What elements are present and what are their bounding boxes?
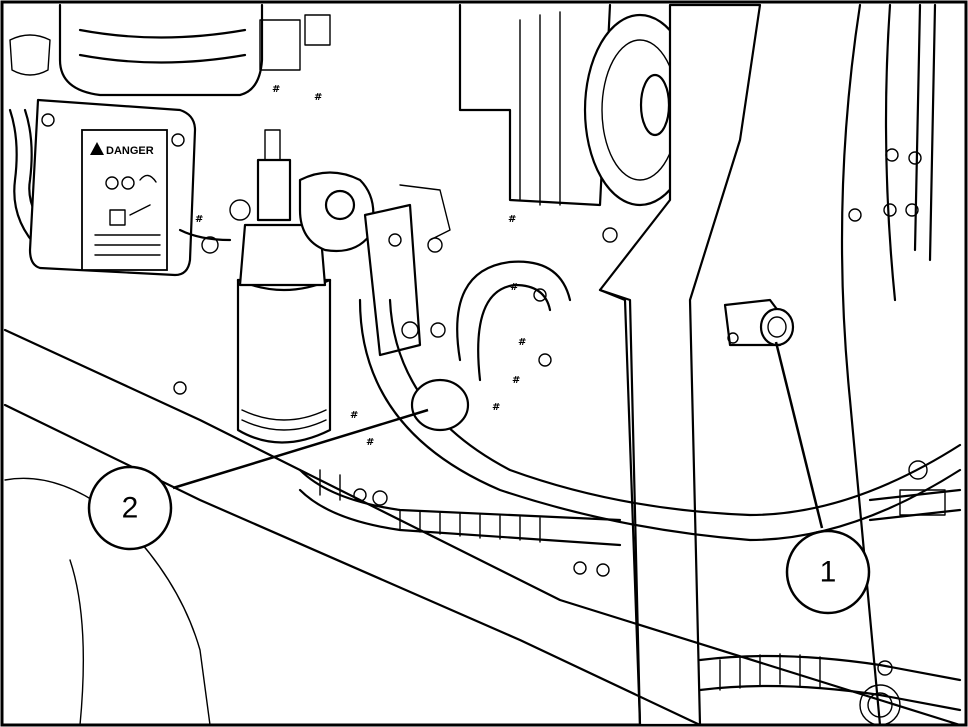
warning-triangle-icon xyxy=(90,142,104,155)
water-separator-bowl xyxy=(410,378,470,432)
hose-mark: # xyxy=(512,375,520,386)
hose-mark: # xyxy=(492,402,500,413)
callout-1: 1 xyxy=(785,529,871,615)
callout-1-leader xyxy=(774,341,824,529)
callout-2-label: 2 xyxy=(122,492,139,525)
mounting-bracket xyxy=(363,184,451,357)
hose-mark: # xyxy=(508,214,516,225)
hose-mark: # xyxy=(272,84,280,95)
callout-2-leader xyxy=(172,408,429,490)
fuel-primer-cap xyxy=(324,189,356,221)
callout-2: 2 xyxy=(87,465,173,551)
hose-mark: # xyxy=(350,410,358,421)
fuel-filter-assembly xyxy=(178,129,375,444)
hose-mark: # xyxy=(195,214,203,225)
radiator-frame xyxy=(840,3,937,727)
drain-fitting xyxy=(723,298,795,347)
hose-mark: # xyxy=(314,92,322,103)
hose-mark: # xyxy=(518,337,526,348)
danger-decal-panel: DANGER xyxy=(28,98,197,277)
hand-hazard-icon xyxy=(109,209,126,226)
danger-signal-word: DANGER xyxy=(106,145,154,157)
fan-shroud-panel xyxy=(598,3,762,727)
safety-glasses-icon xyxy=(105,176,119,190)
hose-mark: # xyxy=(510,282,518,293)
callout-1-label: 1 xyxy=(820,556,837,589)
hose-mark: # xyxy=(366,437,374,448)
fuel-line-markings: # # # # # # # # # # xyxy=(195,84,526,448)
coolant-hoses xyxy=(298,260,962,712)
hardware-bolts xyxy=(173,227,901,726)
